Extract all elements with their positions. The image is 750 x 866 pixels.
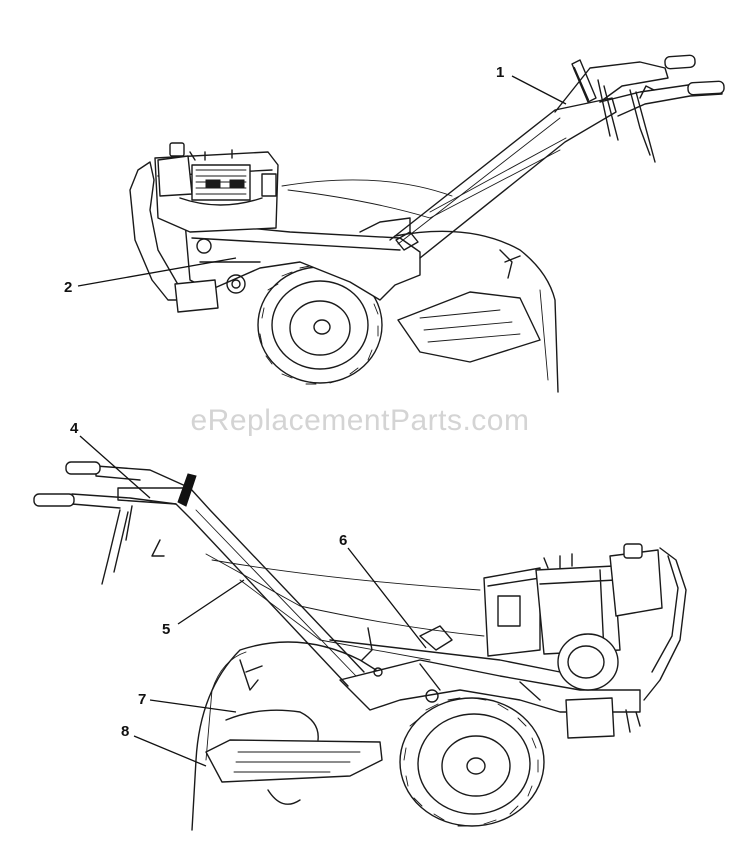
bottom-tine-hood xyxy=(191,641,377,831)
bottom-wheel xyxy=(399,697,545,827)
top-handle-grip-upper xyxy=(664,54,696,70)
top-engine xyxy=(129,142,279,313)
top-handlebar xyxy=(281,54,725,259)
bottom-handlebar xyxy=(33,461,485,687)
callout-label-2: 2 xyxy=(64,279,72,296)
bottom-tiller xyxy=(33,461,687,831)
callout-label-8: 8 xyxy=(121,723,129,740)
top-tine-hood xyxy=(394,230,559,393)
callout-label-4: 4 xyxy=(70,420,79,437)
callout-6: 6 xyxy=(339,532,427,649)
top-wheel xyxy=(257,265,383,385)
callout-label-7: 7 xyxy=(138,691,146,708)
top-handle-grip-lower xyxy=(687,80,725,96)
callout-label-5: 5 xyxy=(162,621,170,638)
callout-label-1: 1 xyxy=(496,64,504,81)
bottom-tine-shield xyxy=(205,739,383,783)
callout-7: 7 xyxy=(138,691,237,713)
bottom-engine xyxy=(483,543,687,733)
callout-8: 8 xyxy=(121,723,207,767)
top-tine-shield xyxy=(397,291,541,363)
callout-5: 5 xyxy=(162,579,245,638)
bottom-handle-grip-lower xyxy=(33,493,75,507)
bottom-engine-base xyxy=(565,697,615,739)
watermark-text: eReplacementParts.com xyxy=(191,404,530,437)
callout-4: 4 xyxy=(70,420,151,499)
callout-1: 1 xyxy=(496,64,567,105)
bottom-handle-grip-upper xyxy=(65,461,101,475)
top-tiller xyxy=(129,54,725,393)
top-engine-base xyxy=(174,279,219,313)
callout-label-6: 6 xyxy=(339,532,347,549)
callout-2: 2 xyxy=(64,257,237,296)
bottom-control-knob xyxy=(177,473,197,507)
